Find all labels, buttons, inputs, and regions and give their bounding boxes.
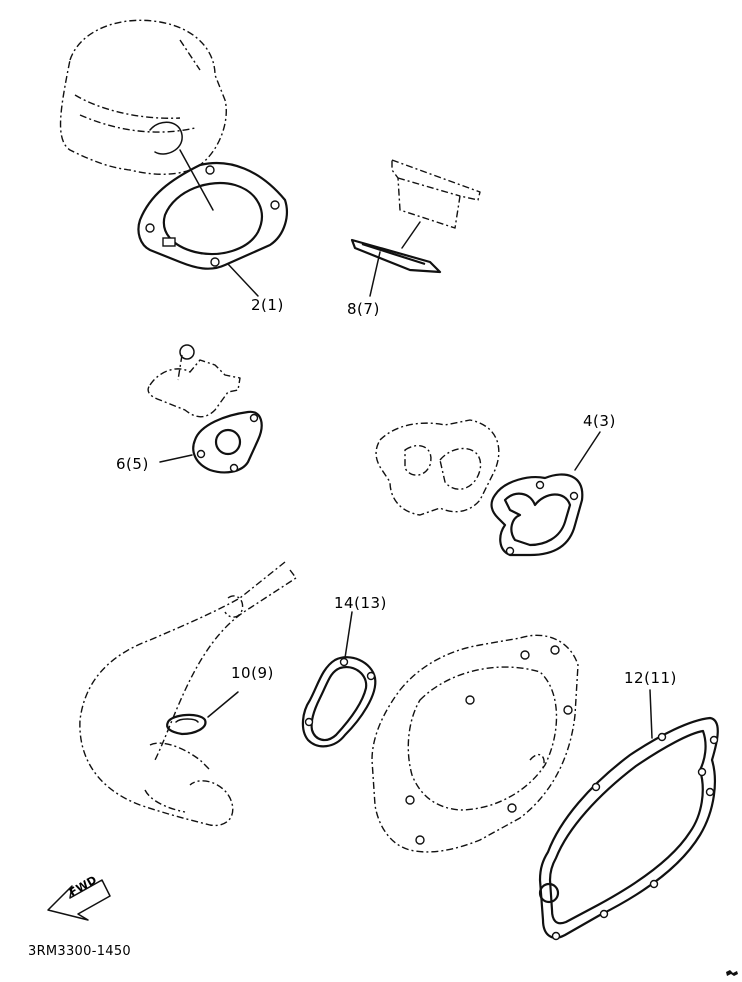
cylinder-base-gasket xyxy=(137,149,288,297)
callout-pump-cover-gasket: 4(3) xyxy=(583,412,616,430)
fwd-arrow-icon xyxy=(47,879,111,921)
corner-mark xyxy=(726,970,738,976)
callout-water-pump-gasket: 6(5) xyxy=(116,455,149,473)
crankcase-cover-part xyxy=(371,634,579,853)
callout-clutch-cover-gasket: 14(13) xyxy=(334,594,387,612)
exhaust-pipe-part xyxy=(79,561,297,827)
callout-muffler-gasket: 10(9) xyxy=(231,664,274,682)
reed-valve-part xyxy=(350,159,481,297)
water-pump-part xyxy=(147,344,263,474)
clutch-cover-gasket xyxy=(301,611,377,748)
pump-cover-part xyxy=(375,419,601,557)
crankcase-cover-gasket xyxy=(538,689,719,941)
diagram-code: 3RM3300-1450 xyxy=(28,944,131,959)
callout-reed-valve-gasket: 8(7) xyxy=(347,300,380,318)
callout-cylinder-gasket: 2(1) xyxy=(251,296,284,314)
callout-crankcase-cover-gasket: 12(11) xyxy=(624,669,677,687)
cylinder-part xyxy=(59,19,227,175)
